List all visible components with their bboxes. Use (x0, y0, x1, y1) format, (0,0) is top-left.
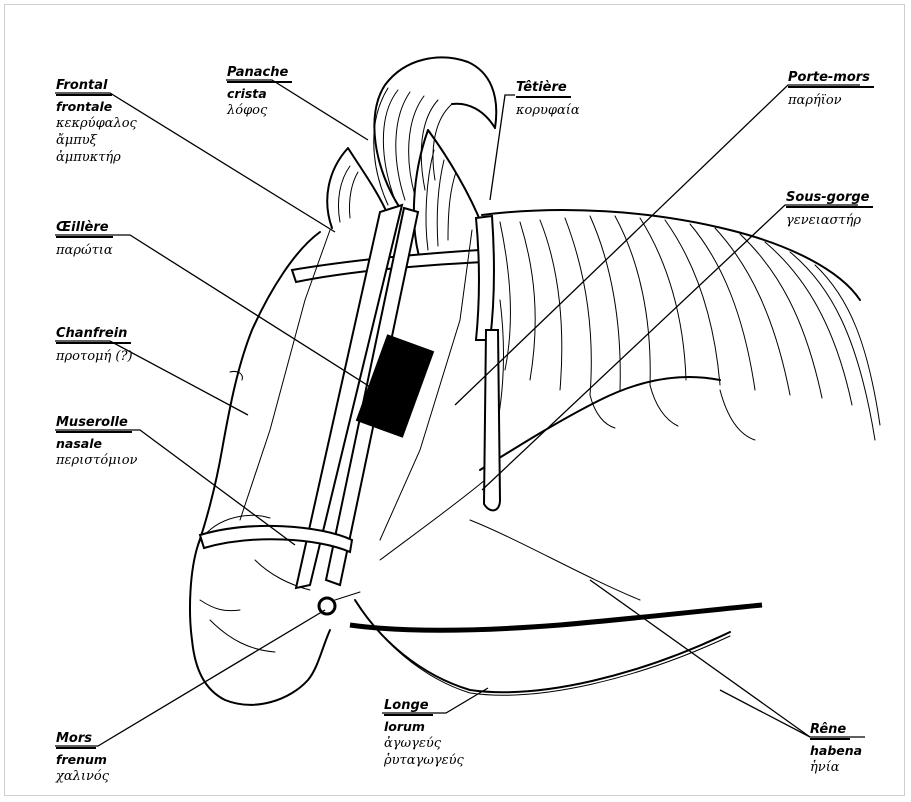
mane (482, 210, 880, 440)
label-rene-latin: habena (810, 742, 862, 759)
sousgorge-strap (484, 330, 500, 510)
label-tetiere-greek: κορυφαία (516, 102, 580, 119)
label-muserolle-latin: nasale (56, 435, 137, 452)
label-panache-fr: Panache (227, 64, 292, 83)
label-oeillere-greek: παρώτια (56, 242, 113, 259)
label-frontal-latin: frontale (56, 98, 137, 115)
panache-plume (374, 57, 497, 208)
label-rene: Rêne habena ἡνία (810, 718, 862, 776)
label-muserolle-greek: περιστόμιον (56, 452, 137, 469)
head-outline (190, 232, 720, 705)
label-longe: Longe lorum ἀγωγεύς ῥυταγωγεύς (384, 694, 464, 769)
label-longe-latin: lorum (384, 718, 464, 735)
rene-rein (350, 605, 762, 630)
label-chanfrein-fr: Chanfrein (56, 325, 131, 344)
label-mors: Mors frenum χαλινός (56, 727, 109, 785)
bit-and-reins (319, 592, 762, 695)
label-tetiere: Têtière κορυφαία (516, 76, 580, 119)
label-portemors-fr: Porte-mors (788, 69, 874, 88)
label-frontal-fr: Frontal (56, 77, 112, 96)
label-chanfrein-greek: προτομή (?) (56, 348, 133, 365)
label-mors-fr: Mors (56, 730, 96, 749)
label-panache-greek: λόφος (227, 102, 292, 119)
label-sousgorge: Sous-gorge γενειαστήρ (786, 186, 873, 229)
tetiere-strap (476, 216, 494, 340)
label-sousgorge-fr: Sous-gorge (786, 189, 873, 208)
label-mors-latin: frenum (56, 751, 109, 768)
bridle-straps (200, 205, 500, 588)
label-oeillere: Œillère παρώτια (56, 216, 113, 259)
label-longe-greek-1: ἀγωγεύς (384, 735, 464, 752)
label-oeillere-fr: Œillère (56, 219, 113, 238)
label-longe-fr: Longe (384, 697, 433, 716)
muserolle-strap (200, 526, 352, 552)
label-frontal: Frontal frontale κεκρύφαλος ἄμπυξ ἀμπυκτ… (56, 74, 137, 166)
label-portemors: Porte-mors παρήϊον (788, 66, 874, 109)
label-mors-greek: χαλινός (56, 768, 109, 785)
label-frontal-greek-2: ἄμπυξ (56, 132, 137, 149)
label-muserolle: Muserolle nasale περιστόμιον (56, 411, 137, 469)
label-panache-latin: crista (227, 85, 292, 102)
label-longe-greek-2: ῥυταγωγεύς (384, 752, 464, 769)
label-rene-fr: Rêne (810, 721, 850, 740)
label-portemors-greek: παρήϊον (788, 92, 874, 109)
label-rene-greek: ἡνία (810, 759, 862, 776)
label-tetiere-fr: Têtière (516, 79, 571, 98)
label-chanfrein: Chanfrein προτομή (?) (56, 322, 133, 365)
label-frontal-greek-1: κεκρύφαλος (56, 115, 137, 132)
label-panache: Panache crista λόφος (227, 61, 292, 119)
label-sousgorge-greek: γενειαστήρ (786, 212, 873, 229)
label-frontal-greek-3: ἀμπυκτήρ (56, 149, 137, 166)
label-muserolle-fr: Muserolle (56, 414, 132, 433)
